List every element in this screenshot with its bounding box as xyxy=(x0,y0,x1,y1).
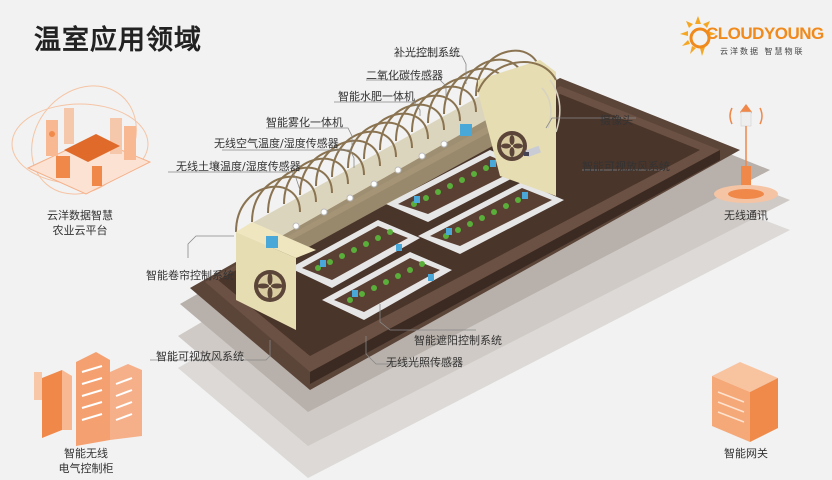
callout-camera: 摄像头 xyxy=(600,114,633,127)
fan-icon xyxy=(257,273,283,299)
air-sensor-icon xyxy=(266,236,278,248)
gateway-caption: 智能网关 xyxy=(724,447,768,460)
brand-logo: CLOUDYOUNG 云洋数据 智慧物联 xyxy=(678,14,828,64)
callout-supplementary-light: 补光控制系统 xyxy=(394,46,460,59)
callout-soil-temp-humidity: 无线土壤温度/湿度传感器 xyxy=(176,160,301,173)
wireless-caption: 无线通讯 xyxy=(724,209,768,222)
soil-sensor-icons xyxy=(320,160,528,297)
page-title: 温室应用领域 xyxy=(34,25,202,56)
cloud-platform-caption: 云洋数据智慧 农业云平台 xyxy=(30,208,130,238)
gateway-illustration xyxy=(712,362,778,442)
callout-ventilation-left: 智能可视放风系统 xyxy=(156,350,244,363)
callout-co2-sensor: 二氧化碳传感器 xyxy=(366,69,443,82)
caption-line: 云洋数据智慧 xyxy=(47,209,113,222)
callout-atomizer: 智能雾化一体机 xyxy=(266,116,343,129)
callout-air-temp-humidity: 无线空气温度/湿度传感器 xyxy=(214,137,339,150)
co2-sensor-icon xyxy=(460,124,472,136)
callout-ventilation-right: 智能可视放风系统 xyxy=(582,160,670,173)
callout-water-fertilizer: 智能水肥一体机 xyxy=(338,90,415,103)
callout-light-sensor: 无线光照传感器 xyxy=(386,356,463,369)
cloud-platform-illustration xyxy=(11,85,152,195)
camera-icon xyxy=(524,145,541,158)
control-cabinet-caption: 智能无线 电气控制柜 xyxy=(36,446,136,476)
signal-arcs xyxy=(541,79,561,133)
caption-line: 农业云平台 xyxy=(52,224,108,237)
right-end-wall xyxy=(460,60,557,196)
callout-leader-lines xyxy=(150,55,664,365)
wireless-antenna-icon xyxy=(714,104,778,203)
fan-icon xyxy=(501,135,523,157)
planter-beds xyxy=(290,150,564,320)
brand-name: CLOUDYOUNG xyxy=(706,24,824,43)
caption-line: 电气控制柜 xyxy=(58,462,114,475)
brand-tagline: 云洋数据 智慧物联 xyxy=(720,47,805,56)
control-cabinet-illustration xyxy=(34,352,142,446)
caption-line: 智能无线 xyxy=(64,447,108,460)
sun-icon xyxy=(680,16,716,56)
callout-curtain-control: 智能卷帘控制系统 xyxy=(146,269,234,282)
supplementary-light-icons xyxy=(292,140,448,230)
callout-shading-control: 智能遮阳控制系统 xyxy=(414,334,502,347)
left-end-wall xyxy=(236,222,316,330)
